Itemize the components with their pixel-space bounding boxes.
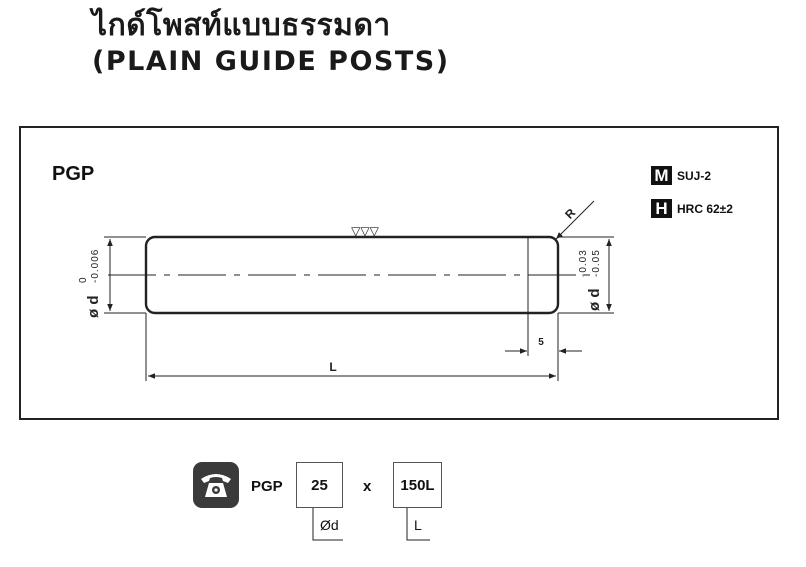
chamfer-label: 5	[538, 337, 544, 348]
left-diameter-prefix: ø d	[85, 296, 102, 319]
hardness-text: HRC 62±2	[677, 201, 733, 216]
radius-leader	[555, 200, 595, 240]
length-label: L	[329, 360, 336, 374]
hardness-badge: H	[651, 199, 672, 218]
surface-finish-mark: ▽▽▽	[351, 224, 379, 238]
page-title-thai: ไกด์โพสท์แบบธรรมดา	[92, 8, 391, 43]
diameter-value-box: 25	[296, 462, 343, 508]
length-leader	[406, 508, 430, 541]
diameter-leader	[312, 508, 343, 541]
material-badge: M	[651, 166, 672, 185]
length-value-box: 150L	[393, 462, 442, 508]
hardness-row: H HRC 62±2	[651, 199, 733, 218]
right-diameter-prefix: ø d	[586, 289, 603, 312]
right-diameter-lower-tol: -0.05	[591, 249, 602, 277]
material-row: M SUJ-2	[651, 166, 711, 185]
drawing-code-label: PGP	[52, 163, 95, 185]
left-diameter-upper-tol: 0	[78, 277, 89, 283]
order-code: PGP	[251, 478, 283, 495]
drawing-frame	[19, 126, 779, 420]
left-diameter-lower-tol: -0.006	[90, 249, 101, 283]
length-caption: L	[414, 517, 422, 533]
diameter-caption: Ød	[320, 517, 339, 533]
material-text: SUJ-2	[677, 168, 712, 183]
page-title-english: (PLAIN GUIDE POSTS)	[92, 46, 450, 77]
telephone-icon	[193, 462, 239, 508]
times-sign: x	[363, 478, 372, 495]
right-diameter-upper-tol: -0.03	[578, 249, 589, 277]
